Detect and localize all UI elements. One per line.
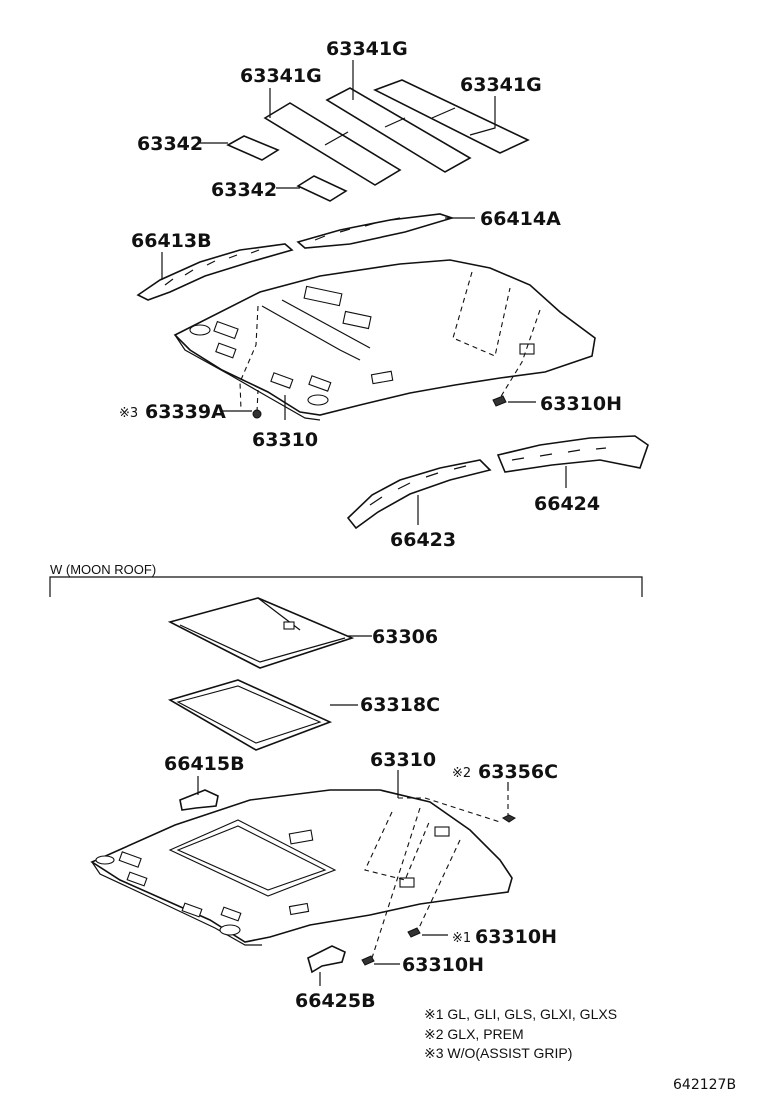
label-63306: 63306 <box>372 626 438 648</box>
section-bracket <box>49 576 643 597</box>
headliner-moon-roof <box>90 789 513 946</box>
clip-63356c <box>502 814 516 823</box>
label-63318c: 63318C <box>360 694 440 716</box>
clip-63339a <box>252 409 262 419</box>
weatherstrip-63318c <box>167 679 333 751</box>
clip-63310h-mid <box>407 927 421 938</box>
mark-2: ※2 <box>452 766 471 781</box>
bracket-66425b <box>307 945 346 974</box>
label-63341g-top: 63341G <box>326 38 408 60</box>
label-66423: 66423 <box>390 529 456 551</box>
rail-66423 <box>346 459 492 530</box>
label-63310h-low: 63310H <box>402 954 484 976</box>
section-title-moon-roof: W (MOON ROOF) <box>50 562 156 577</box>
label-63310h-mid: 63310H <box>475 926 557 948</box>
label-63342-upper: 63342 <box>137 133 203 155</box>
bracket-66413b <box>136 243 294 301</box>
label-63341g-right: 63341G <box>460 74 542 96</box>
label-66415b: 66415B <box>164 753 245 775</box>
mark-1: ※1 <box>452 931 471 946</box>
rail-66424 <box>496 435 649 473</box>
label-63341g-left: 63341G <box>240 65 322 87</box>
headliner-top <box>173 259 596 421</box>
label-66425b: 66425B <box>295 990 376 1012</box>
clip-63310h-top <box>492 395 507 407</box>
sunshade-63306 <box>167 597 355 669</box>
label-66413b: 66413B <box>131 230 212 252</box>
pad-63342-a <box>226 135 280 161</box>
label-63310h-top: 63310H <box>540 393 622 415</box>
bracket-66415b <box>179 789 219 811</box>
note-1: ※1 GL, GLI, GLS, GLXI, GLXS <box>424 1006 617 1022</box>
label-63342-lower: 63342 <box>211 179 277 201</box>
label-66424: 66424 <box>534 493 600 515</box>
label-63356c: 63356C <box>478 761 558 783</box>
label-63339a: 63339A <box>145 401 226 423</box>
label-66414a: 66414A <box>480 208 561 230</box>
mark-3-top: ※3 <box>119 406 138 421</box>
note-2: ※2 GLX, PREM <box>424 1026 524 1042</box>
pad-63341g-group <box>263 79 530 186</box>
label-63310-bottom: 63310 <box>370 749 436 771</box>
note-3: ※3 W/O(ASSIST GRIP) <box>424 1045 572 1061</box>
clip-63310h-low <box>361 955 375 966</box>
pad-63342-b <box>296 175 348 202</box>
bracket-66414a <box>296 213 455 249</box>
diagram-reference-code: 642127B <box>673 1077 736 1093</box>
label-63310-top: 63310 <box>252 429 318 451</box>
